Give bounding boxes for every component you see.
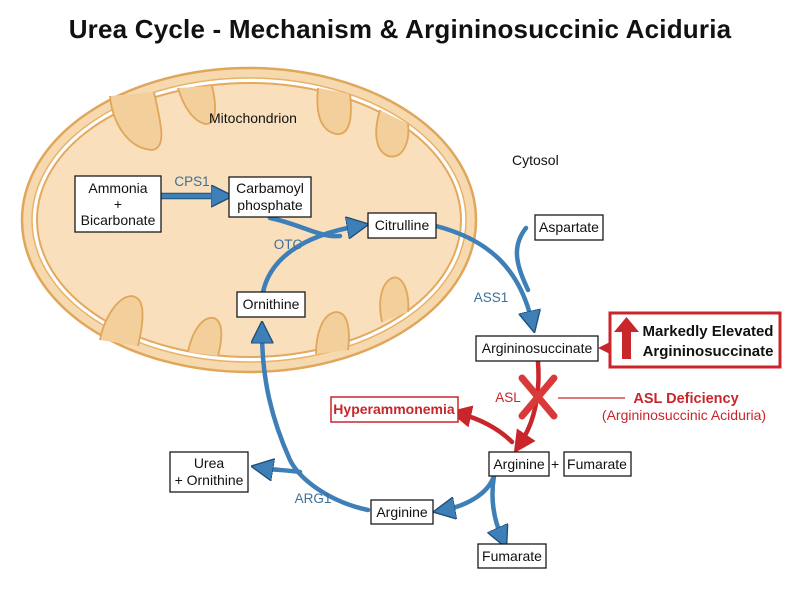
svg-text:Arginine: Arginine — [376, 504, 428, 520]
crista — [99, 295, 144, 347]
crista — [315, 311, 350, 355]
svg-text:Markedly Elevated: Markedly Elevated — [643, 323, 774, 340]
enzyme-cps1: CPS1 — [174, 174, 209, 189]
hyperammonemia-label: Hyperammonemia — [333, 401, 455, 417]
node-urea-ornithine: Urea + Ornithine — [169, 451, 249, 493]
block-cross-icon — [518, 374, 558, 420]
hyperammonemia-callout: Hyperammonemia — [330, 396, 459, 423]
svg-text:phosphate: phosphate — [237, 197, 303, 213]
arrow-ass1-aspartate — [514, 225, 531, 293]
mitochondrion-label: Mitochondrion — [209, 110, 297, 126]
node-aspartate: Aspartate — [534, 214, 604, 241]
enzyme-asl: ASL — [495, 390, 521, 405]
svg-text:+ Ornithine: + Ornithine — [175, 472, 244, 488]
svg-text:Urea: Urea — [194, 455, 225, 471]
enzyme-arg1: ARG1 — [295, 491, 332, 506]
arrow-ass1-citrulline — [433, 223, 532, 322]
svg-text:Ammonia: Ammonia — [88, 180, 147, 196]
svg-text:Carbamoyl: Carbamoyl — [236, 180, 304, 196]
node-fumarate-top: Fumarate — [563, 451, 632, 477]
enzyme-otc: OTC — [274, 237, 303, 252]
node-fumarate-bottom: Fumarate — [477, 543, 547, 569]
arrow-to-arginine — [444, 473, 497, 510]
crista — [379, 276, 410, 323]
plus-sign: + — [551, 456, 559, 472]
svg-text:Aspartate: Aspartate — [539, 219, 599, 235]
crista — [316, 87, 352, 135]
svg-text:Ornithine: Ornithine — [243, 296, 300, 312]
arrow-arg1-urea — [262, 468, 303, 472]
svg-text:Fumarate: Fumarate — [482, 548, 542, 564]
cytosol-label: Cytosol — [512, 152, 559, 168]
deficiency-subtitle: (Argininosuccinic Aciduria) — [602, 407, 766, 423]
svg-text:Argininosuccinate: Argininosuccinate — [482, 340, 593, 356]
svg-text:+: + — [114, 196, 122, 212]
svg-text:Bicarbonate: Bicarbonate — [81, 212, 156, 228]
svg-text:Fumarate: Fumarate — [567, 456, 627, 472]
arrow-otc-ornithine — [260, 226, 358, 295]
node-ornithine: Ornithine — [236, 291, 306, 318]
enzyme-ass1: ASS1 — [474, 290, 509, 305]
crista — [187, 317, 223, 357]
deficiency-title: ASL Deficiency — [633, 391, 738, 407]
up-arrow-icon — [614, 317, 639, 359]
asl-block — [449, 359, 625, 454]
node-arginine-top: Arginine — [488, 451, 550, 477]
callout-pointer — [598, 342, 610, 354]
flow-arrows — [157, 196, 532, 538]
svg-text:Arginine: Arginine — [493, 456, 545, 472]
svg-text:Argininosuccinate: Argininosuccinate — [643, 343, 774, 360]
mitochondrion-matrix — [36, 82, 462, 358]
arrow-otc-carbamoyl — [267, 215, 343, 239]
svg-text:Citrulline: Citrulline — [375, 217, 430, 233]
mitochondrion: Mitochondrion — [20, 66, 478, 374]
arrow-to-fumarate — [492, 473, 502, 538]
crista — [109, 91, 163, 151]
elevated-callout: Markedly Elevated Argininosuccinate — [598, 311, 782, 369]
crista — [177, 85, 216, 125]
crista — [375, 109, 410, 158]
page-title: Urea Cycle - Mechanism & Argininosuccini… — [68, 14, 732, 44]
node-ammonia-bicarbonate: Ammonia + Bicarbonate — [74, 175, 162, 233]
node-argininosuccinate: Argininosuccinate — [475, 335, 599, 362]
arrow-hyperammonemia — [449, 405, 515, 445]
arrow-arg1-return — [262, 332, 371, 513]
node-citrulline: Citrulline — [367, 212, 437, 239]
node-arginine-bottom: Arginine — [370, 499, 434, 525]
node-carbamoyl-phosphate: Carbamoyl phosphate — [228, 176, 312, 218]
